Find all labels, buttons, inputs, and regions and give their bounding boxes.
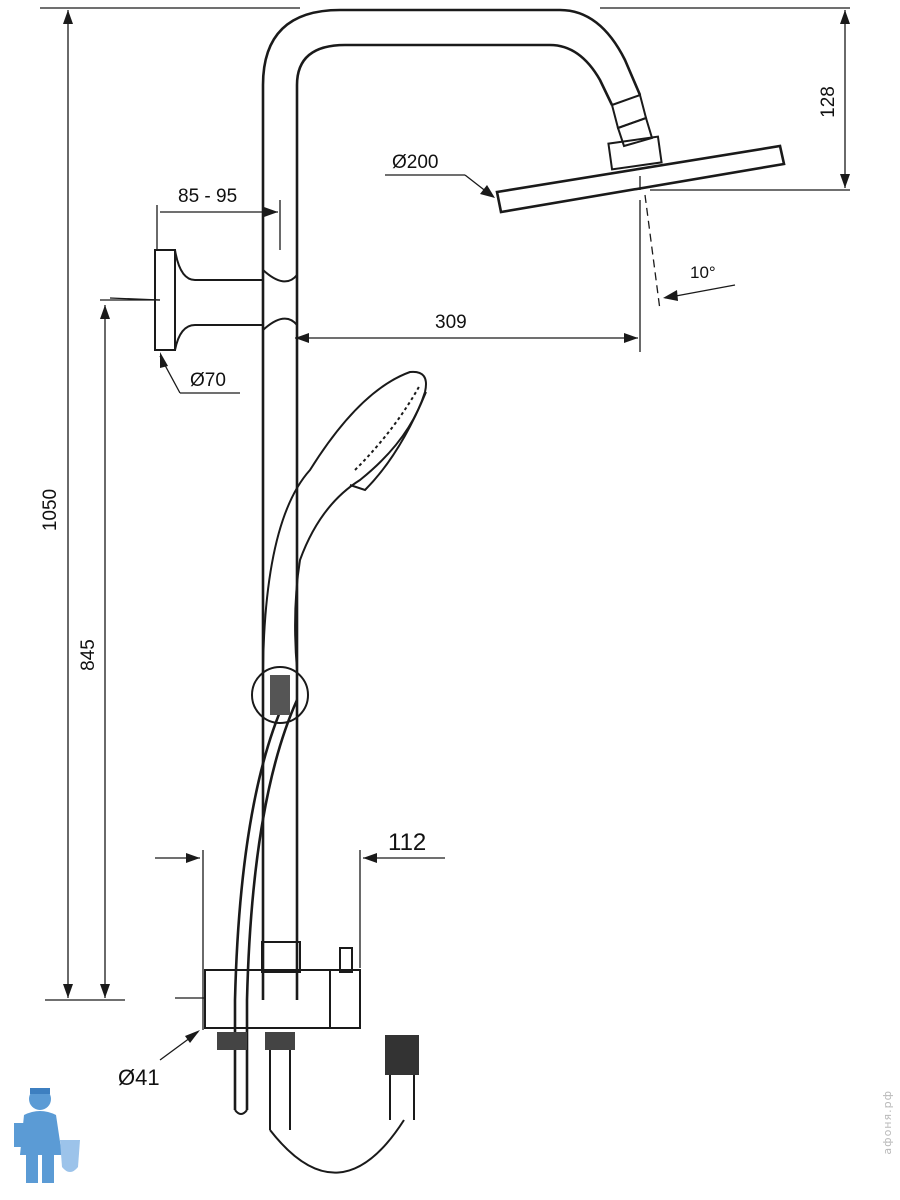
label-tilt-angle: 10° <box>690 263 716 282</box>
dimension-labels: 1050 845 128 Ø200 85 - 95 Ø70 309 10° 11… <box>40 86 839 1090</box>
label-arm-reach: 309 <box>435 312 467 333</box>
wall-bracket <box>109 249 298 351</box>
label-outlet-height: 845 <box>78 639 99 671</box>
label-head-drop: 128 <box>818 86 839 118</box>
riser-pipe <box>261 8 642 1000</box>
label-mixer-diameter: Ø41 <box>118 1065 160 1090</box>
label-flange-diameter: Ø70 <box>190 370 226 391</box>
watermark-text: афоня.рф <box>881 1090 894 1155</box>
slider-holder <box>251 666 309 724</box>
plumber-mascot-icon <box>14 1088 80 1183</box>
hand-shower <box>233 370 427 1115</box>
label-wall-offset: 85 - 95 <box>178 186 237 207</box>
label-total-height: 1050 <box>40 489 61 531</box>
shower-head <box>495 93 786 214</box>
label-head-diameter: Ø200 <box>392 152 438 173</box>
label-mixer-width: 112 <box>388 829 426 856</box>
mixer-body <box>204 941 419 1174</box>
dimension-lines <box>40 7 850 1061</box>
